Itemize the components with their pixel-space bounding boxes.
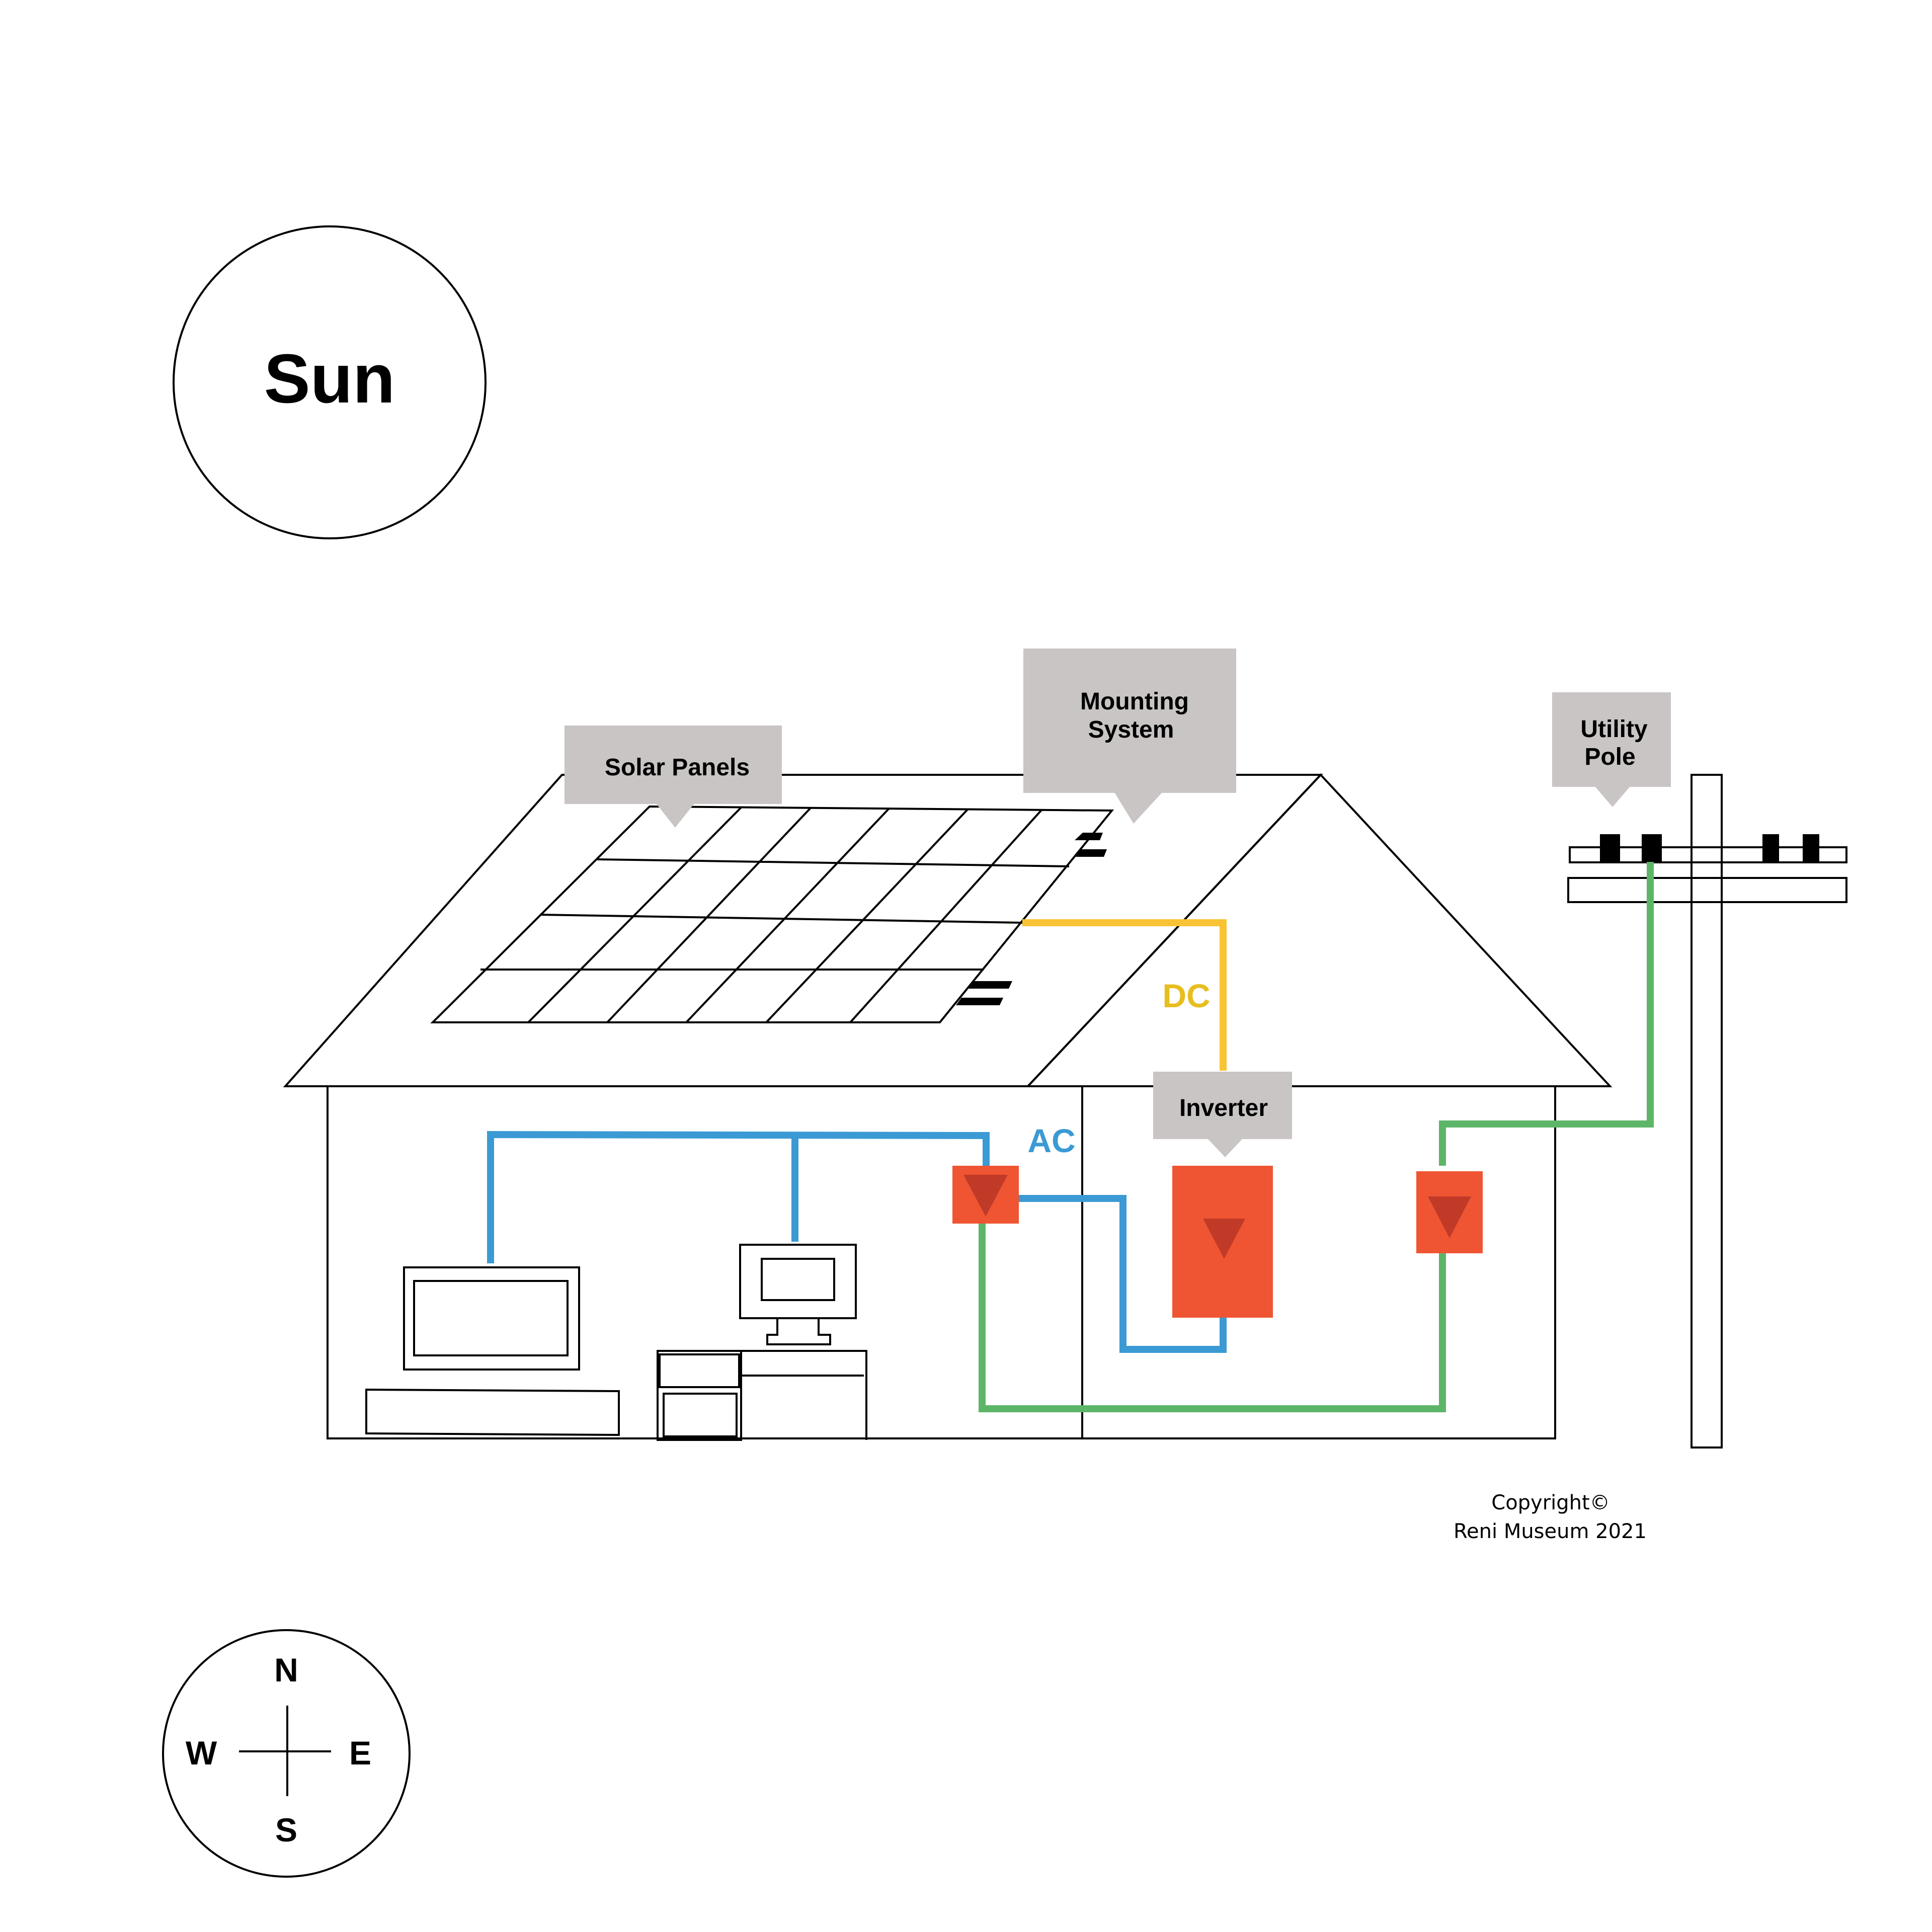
copyright-line2: Reni Museum 2021	[1454, 1520, 1647, 1543]
desk-drawer	[663, 1393, 738, 1437]
pole-insulator	[1642, 834, 1662, 862]
utility-pole	[1567, 774, 1847, 1448]
sun-label: Sun	[264, 340, 395, 418]
ac-wire-inverter	[1019, 1195, 1227, 1353]
ac-label: AC	[1027, 1122, 1075, 1159]
mounting-bracket	[956, 998, 1003, 1005]
dc-label: DC	[1162, 977, 1210, 1014]
television	[365, 1266, 620, 1436]
panel-column-divider	[765, 808, 969, 1023]
callout-mounting-system-label-line1: Mounting	[1080, 688, 1189, 715]
callout-utility-pole-label-line1: Utility	[1580, 716, 1648, 743]
pole-crossarm-upper	[1569, 846, 1847, 863]
callout-inverter-label: Inverter	[1179, 1095, 1268, 1121]
house	[283, 773, 1613, 1439]
ac-meter-arrow	[963, 1175, 1008, 1217]
copyright-line1: Copyright©	[1491, 1491, 1609, 1514]
house-body-left	[327, 1085, 1083, 1439]
callout-utility-pole-label-line2: Pole	[1584, 744, 1635, 770]
mounting-bracket	[1074, 849, 1107, 857]
callout-mounting-system-label-line2: System	[1088, 716, 1174, 743]
grid-wire-pole	[1439, 862, 1654, 1166]
copyright: Copyright© Reni Museum 2021	[1454, 1491, 1647, 1543]
callout-box	[565, 726, 782, 804]
tv-frame	[403, 1266, 580, 1371]
desk-top	[658, 1350, 867, 1440]
tv-screen	[413, 1280, 569, 1356]
sun: Sun	[173, 225, 487, 539]
computer-monitor	[739, 1244, 857, 1319]
house-body-right	[1081, 1085, 1556, 1439]
pole-post	[1691, 774, 1723, 1448]
computer-screen	[761, 1258, 835, 1301]
computer-monitor-stand	[766, 1317, 831, 1345]
callout-inverter: Inverter	[1153, 1072, 1292, 1157]
callout-solar-panels-label: Solar Panels	[605, 754, 750, 781]
compass: N S E W	[162, 1629, 411, 1878]
callout-solar-panels: Solar Panels	[565, 726, 782, 828]
desktop-computer	[739, 1244, 857, 1345]
pole-insulator	[1600, 834, 1620, 862]
solar-panel-array	[430, 805, 1114, 1023]
panel-row-divider	[596, 858, 1070, 867]
tv-stand	[365, 1388, 620, 1436]
panel-column-divider	[606, 807, 812, 1023]
panel-column-divider	[527, 806, 743, 1023]
callout-pointer	[1114, 792, 1162, 824]
panel-column-divider	[849, 809, 1043, 1023]
compass-circle	[162, 1629, 411, 1878]
compass-north: N	[274, 1651, 298, 1688]
callout-box	[1552, 692, 1671, 787]
callout-utility-pole: Utility Pole	[1552, 692, 1671, 807]
desk-drawer	[659, 1353, 740, 1388]
compass-east: E	[349, 1734, 371, 1772]
callout-pointer	[1595, 786, 1630, 807]
desk-drawer-cabinet	[657, 1350, 742, 1441]
pole-crossarm-lower	[1567, 877, 1847, 903]
callout-pointer	[656, 803, 694, 828]
grid-meter-arrow	[1428, 1196, 1471, 1238]
mounting-bracket	[1075, 833, 1103, 840]
callout-box	[1023, 649, 1236, 793]
inverter-arrow	[1203, 1219, 1245, 1259]
inverter	[1172, 1166, 1273, 1318]
grid-wire-house	[979, 1220, 1446, 1412]
house-right-gable	[1025, 773, 1613, 1087]
panel-column-divider	[685, 808, 890, 1023]
dc-wire	[1022, 919, 1227, 1071]
computer-desk	[657, 1350, 867, 1441]
compass-south: S	[275, 1811, 297, 1848]
ac-wire-main	[487, 1131, 990, 1263]
callout-box	[1153, 1072, 1292, 1139]
ac-meter	[952, 1166, 1019, 1224]
sun-circle	[173, 225, 487, 539]
solar-panel-outline	[430, 805, 1114, 1023]
pole-insulator	[1762, 834, 1779, 862]
mounting-brackets	[956, 833, 1107, 1005]
mounting-bracket	[969, 981, 1012, 989]
wires	[487, 862, 1654, 1412]
house-left-roof	[283, 774, 1323, 1087]
compass-west: W	[186, 1734, 217, 1772]
grid-meter	[1416, 1171, 1483, 1253]
callout-pointer	[1208, 1139, 1243, 1157]
pole-insulator	[1803, 834, 1819, 862]
callout-mounting-system: Mounting System	[1023, 649, 1236, 824]
